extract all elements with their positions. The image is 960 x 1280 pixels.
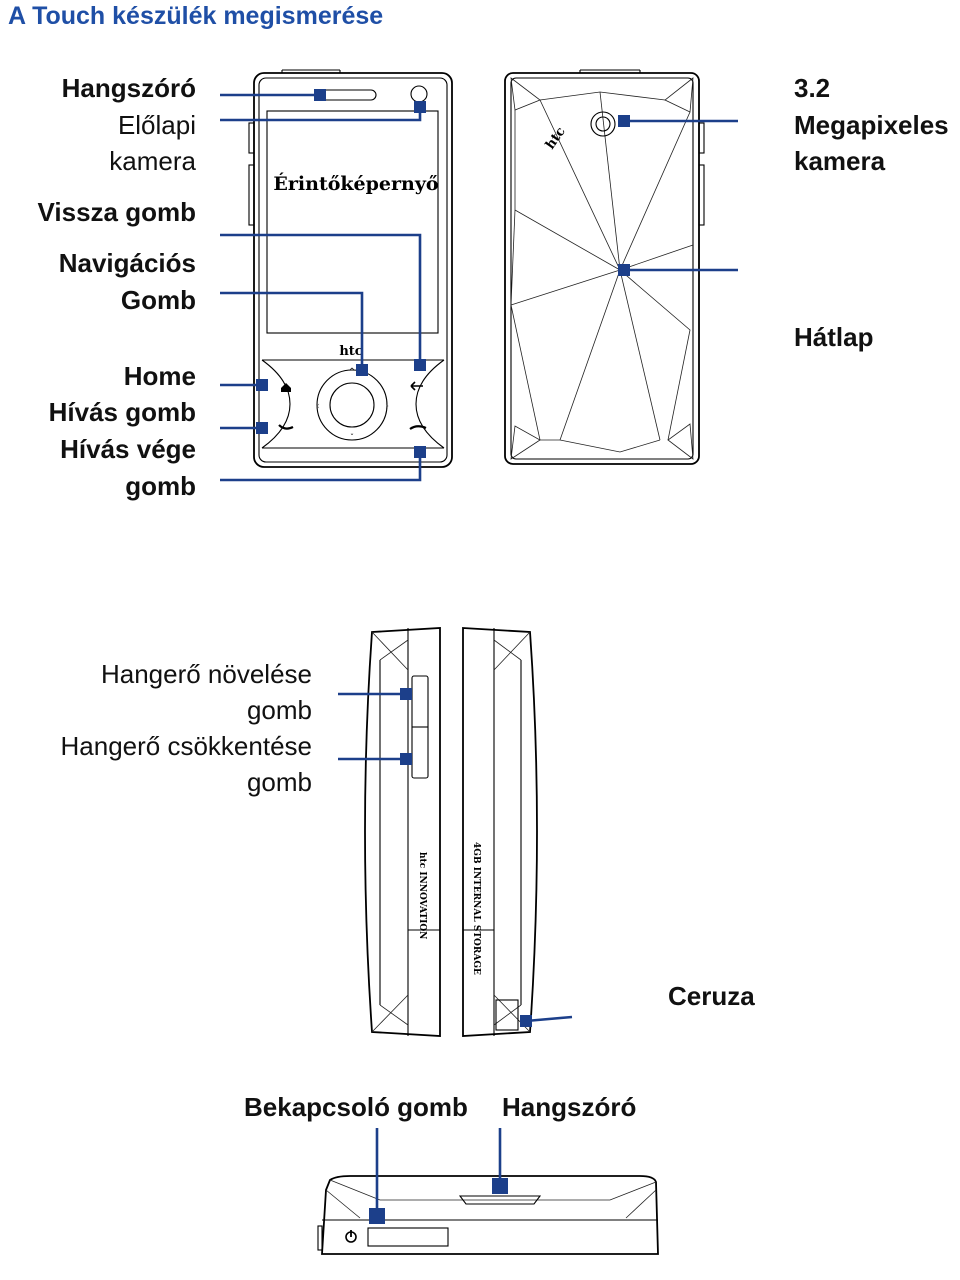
label-back-cover: Hátlap (794, 322, 874, 352)
label-end-call-line2: gomb (125, 471, 196, 501)
back-camera-lens (590, 111, 616, 137)
svg-text:^: ^ (349, 367, 356, 376)
label-nav-line1: Navigációs (58, 248, 196, 278)
label-volume-down-line2: gomb (246, 767, 312, 797)
nav-ring (316, 369, 388, 441)
label-stylus: Ceruza (668, 981, 755, 1011)
back-brand-logo: htc (543, 124, 569, 152)
back-device: htc (504, 69, 705, 465)
right-side-engraving: 4GB INTERNAL STORAGE (471, 842, 481, 975)
front-brand-logo: htc (339, 344, 362, 359)
top-speaker-grille (458, 1195, 542, 1205)
label-camera-line1: 3.2 (794, 73, 831, 103)
stylus-slot (495, 999, 519, 1031)
label-camera-line3: kamera (794, 146, 886, 176)
screen-label: Érintőképernyő (273, 172, 438, 195)
label-volume-up-line1: Hangerő növelése (100, 659, 312, 689)
label-volume-up-line2: gomb (246, 695, 312, 725)
svg-text:‹: ‹ (316, 401, 320, 412)
label-call: Hívás gomb (48, 397, 196, 427)
label-end-call-line1: Hívás vége (60, 434, 196, 464)
nav-center-button (329, 382, 375, 428)
touch-screen (266, 110, 439, 334)
svg-text:›: › (385, 401, 389, 412)
label-front-camera-line1: Előlapi (117, 110, 196, 140)
home-icon (281, 383, 291, 392)
label-power-button: Bekapcsoló gomb (244, 1092, 468, 1122)
power-button (367, 1227, 449, 1247)
label-speaker-front: Hangszóró (61, 73, 196, 103)
label-back-button: Vissza gomb (37, 197, 196, 227)
call-icon (278, 424, 294, 430)
front-device: Érintőképernyő htc ^ ‹ › ˇ (248, 69, 453, 468)
label-speaker-top: Hangszóró (502, 1092, 637, 1122)
label-nav-line2: Gomb (120, 285, 196, 315)
left-side-engraving: htc INNOVATION (417, 852, 427, 939)
end-call-icon (409, 425, 427, 430)
right-side-device: 4GB INTERNAL STORAGE (462, 627, 538, 1037)
back-arrow-icon (410, 381, 423, 391)
label-front-camera-line2: kamera (109, 146, 196, 176)
front-camera-lens (410, 85, 428, 103)
svg-text:ˇ: ˇ (350, 433, 354, 442)
label-volume-down-line1: Hangerő csökkentése (60, 731, 312, 761)
callouts (220, 89, 738, 1224)
label-camera-line2: Megapixeles (794, 110, 949, 140)
page-heading: A Touch készülék megismerése (8, 2, 384, 30)
label-home: Home (123, 361, 196, 391)
